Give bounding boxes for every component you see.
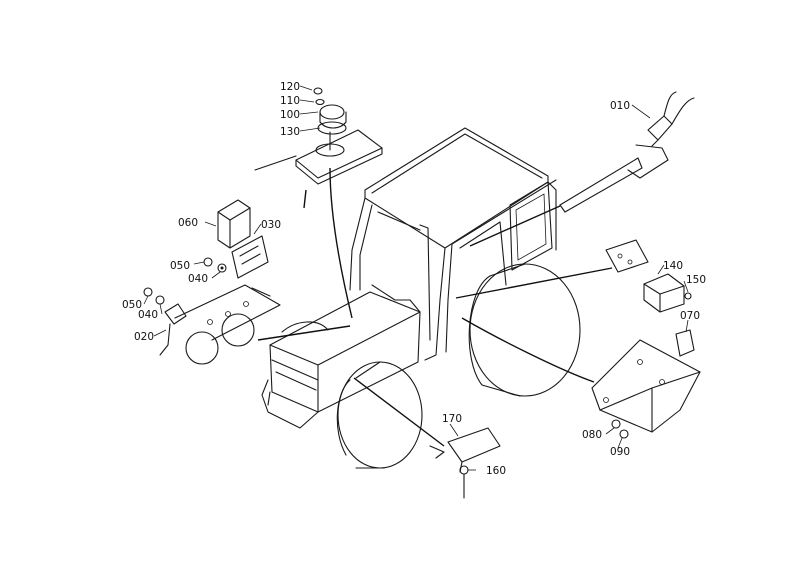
label-130: 130 xyxy=(280,126,300,138)
part-170-switch xyxy=(429,427,501,499)
part-060-relay xyxy=(217,199,251,249)
label-170: 170 xyxy=(442,413,462,425)
label-050-lower: 050 xyxy=(122,299,142,311)
front-wheel xyxy=(336,361,423,469)
parts-100-130-beacon xyxy=(254,87,383,185)
label-100: 100 xyxy=(280,109,300,121)
part-140-flasher xyxy=(605,239,692,313)
label-020: 020 xyxy=(134,331,154,343)
label-080: 080 xyxy=(582,429,602,441)
label-060: 060 xyxy=(178,217,198,229)
front-wheel-left-arc xyxy=(281,321,329,333)
label-140: 140 xyxy=(663,260,683,272)
label-050-upper: 050 xyxy=(170,260,190,272)
label-150: 150 xyxy=(686,274,706,286)
label-040-upper: 040 xyxy=(188,273,208,285)
label-120: 120 xyxy=(280,81,300,93)
callout-leaders xyxy=(143,85,689,471)
part-010-lamp-arm xyxy=(559,91,695,213)
part-030-bracket xyxy=(231,235,269,279)
harness-routes xyxy=(257,167,613,447)
rear-wheel xyxy=(468,263,581,397)
label-010: 010 xyxy=(610,100,630,112)
label-090: 090 xyxy=(610,446,630,458)
label-040-lower: 040 xyxy=(138,309,158,321)
part-labels: 010 020 030 040 040 050 050 060 070 080 … xyxy=(122,81,706,477)
part-050-040-bolts-upper xyxy=(203,257,227,273)
tractor-hood xyxy=(261,284,421,429)
part-070-rear-bracket xyxy=(591,329,701,439)
part-020-horn-plate xyxy=(143,284,281,365)
tractor-cab xyxy=(349,127,557,361)
label-070: 070 xyxy=(680,310,700,322)
label-110: 110 xyxy=(280,95,300,107)
label-160: 160 xyxy=(486,465,506,477)
label-030: 030 xyxy=(261,219,281,231)
